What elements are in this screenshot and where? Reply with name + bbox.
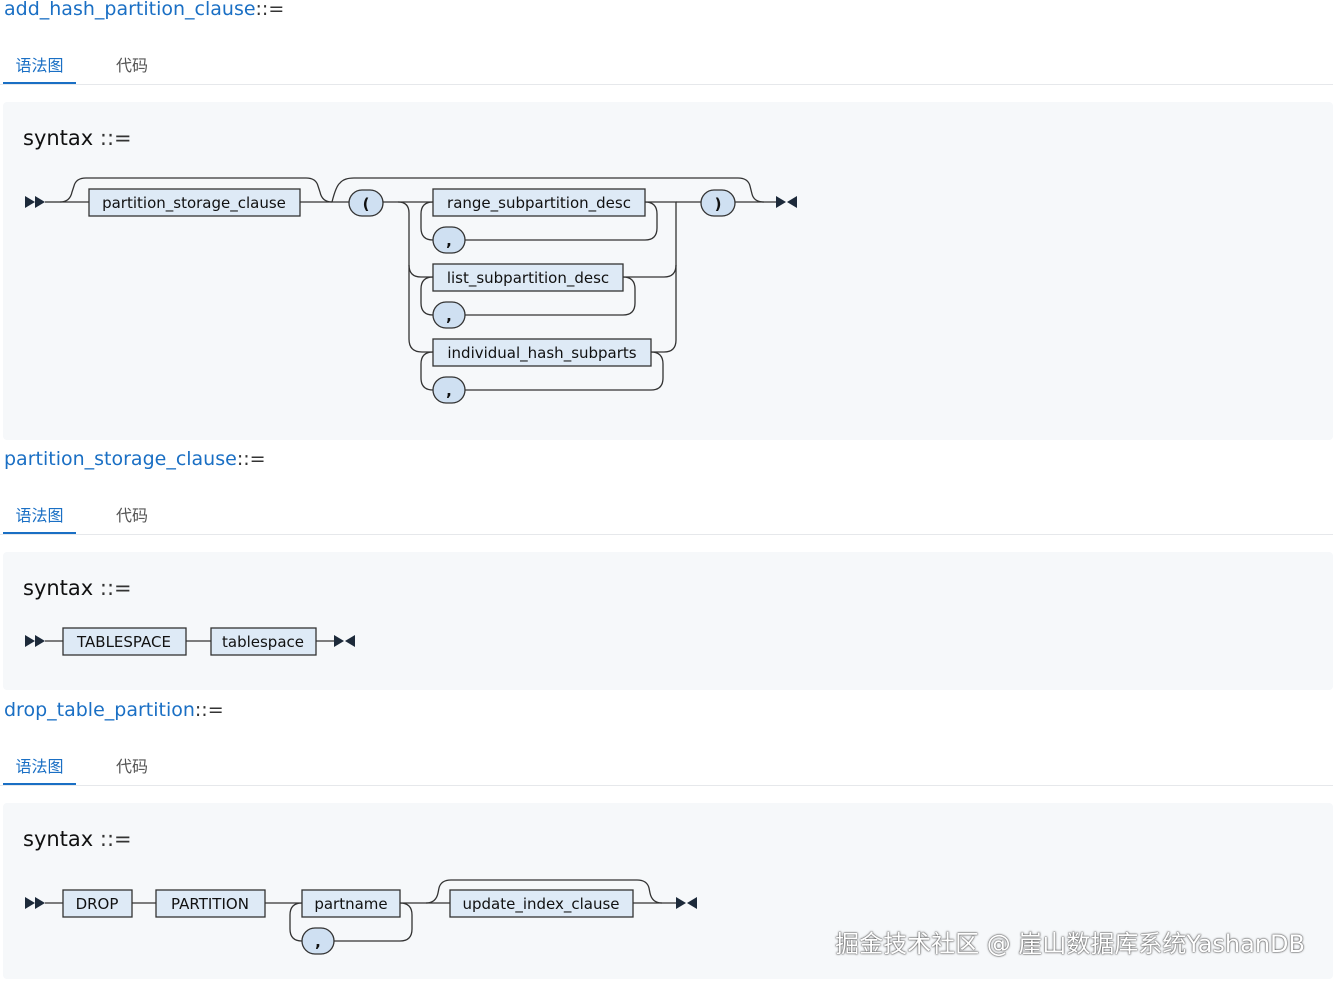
end-arrow-icon	[334, 635, 344, 647]
tab-code[interactable]: 代码	[116, 56, 149, 75]
end-arrow-icon	[676, 897, 686, 909]
rule-operator: ::=	[255, 0, 285, 20]
rule-name[interactable]: partition_storage_clause	[4, 448, 237, 470]
nonterminal-update-index-clause[interactable]	[449, 889, 634, 918]
nonterminal-label: range_subpartition_desc	[447, 194, 631, 213]
end-arrow-icon	[345, 635, 355, 647]
syntax-panel: syntax ::= partition_storage_clause ( ra…	[3, 102, 1333, 440]
railroad-diagram: DROP PARTITION partname , update_index_c…	[25, 879, 697, 955]
syntax-operator: ::=	[99, 126, 132, 150]
syntax-operator: ::=	[99, 576, 132, 600]
start-arrow-icon	[25, 635, 35, 647]
syntax-label: syntax ::=	[23, 576, 132, 600]
start-arrow-icon	[35, 635, 45, 647]
item-label: tablespace	[222, 633, 304, 651]
syntax-panel: syntax ::= DROP PARTITION partname , upd…	[3, 803, 1333, 979]
section-title-partition-storage-clause[interactable]: partition_storage_clause::=	[4, 448, 266, 470]
watermark: 掘金技术社区 @ 崖山数据库系统YashanDB	[835, 930, 1305, 958]
terminal-label: ,	[315, 933, 321, 951]
tab-bar: 语法图 代码	[0, 500, 1333, 535]
rule-operator: ::=	[236, 448, 266, 470]
terminal-comma[interactable]	[432, 226, 466, 254]
start-arrow-icon	[35, 196, 45, 208]
rule-operator: ::=	[194, 699, 224, 721]
start-arrow-icon	[25, 897, 35, 909]
railroad-diagram: TABLESPACE tablespace	[25, 627, 355, 656]
nonterminal-partname[interactable]	[301, 889, 401, 918]
terminal-comma[interactable]	[301, 927, 335, 955]
nonterminal-partition-storage-clause[interactable]	[88, 188, 301, 217]
nonterminal-partition[interactable]	[155, 889, 266, 918]
start-arrow-icon	[35, 897, 45, 909]
nonterminal-label: individual_hash_subparts	[447, 344, 636, 363]
nonterminal-drop[interactable]	[62, 889, 133, 918]
syntax-label: syntax ::=	[23, 126, 132, 150]
syntax-keyword: syntax	[23, 827, 94, 851]
end-arrow-icon	[787, 196, 797, 208]
nonterminal-label: list_subpartition_desc	[447, 269, 609, 288]
item-label: update_index_clause	[462, 895, 619, 914]
terminal-label: )	[715, 195, 722, 213]
end-arrow-icon	[687, 897, 697, 909]
tab-syntax-diagram[interactable]: 语法图	[3, 751, 76, 785]
syntax-keyword: syntax	[23, 576, 94, 600]
railroad-diagram: partition_storage_clause ( range_subpart…	[25, 177, 797, 404]
terminal-label: ,	[446, 382, 452, 400]
tab-bar: 语法图 代码	[0, 50, 1333, 85]
syntax-panel: syntax ::= TABLESPACE tablespace	[3, 552, 1333, 690]
tab-syntax-diagram[interactable]: 语法图	[3, 50, 76, 84]
start-arrow-icon	[25, 196, 35, 208]
nonterminal-list-subpartition-desc[interactable]	[432, 263, 624, 292]
tab-code[interactable]: 代码	[116, 757, 149, 776]
terminal-comma[interactable]	[432, 301, 466, 329]
terminal-close-paren[interactable]	[700, 189, 736, 217]
terminal-open-paren[interactable]	[348, 189, 384, 217]
tab-code[interactable]: 代码	[116, 506, 149, 525]
item-label: DROP	[76, 895, 119, 913]
item-label: TABLESPACE	[76, 633, 171, 651]
item-label: PARTITION	[171, 895, 249, 913]
terminal-label: ,	[446, 232, 452, 250]
nonterminal-tablespace-keyword[interactable]	[62, 627, 187, 656]
section-title-add-hash-partition-clause[interactable]: add_hash_partition_clause::=	[4, 0, 284, 20]
terminal-label: ,	[446, 307, 452, 325]
section-title-drop-table-partition[interactable]: drop_table_partition::=	[4, 699, 224, 721]
nonterminal-individual-hash-subparts[interactable]	[432, 338, 652, 367]
tab-syntax-diagram[interactable]: 语法图	[3, 500, 76, 534]
syntax-operator: ::=	[99, 827, 132, 851]
terminal-comma[interactable]	[432, 376, 466, 404]
rule-name[interactable]: add_hash_partition_clause	[4, 0, 256, 20]
item-label: partname	[314, 895, 387, 913]
terminal-label: (	[363, 195, 370, 213]
rule-name[interactable]: drop_table_partition	[4, 699, 195, 721]
end-arrow-icon	[776, 196, 786, 208]
syntax-keyword: syntax	[23, 126, 94, 150]
nonterminal-label: partition_storage_clause	[102, 194, 286, 213]
tab-bar: 语法图 代码	[0, 751, 1333, 786]
syntax-label: syntax ::=	[23, 827, 132, 851]
